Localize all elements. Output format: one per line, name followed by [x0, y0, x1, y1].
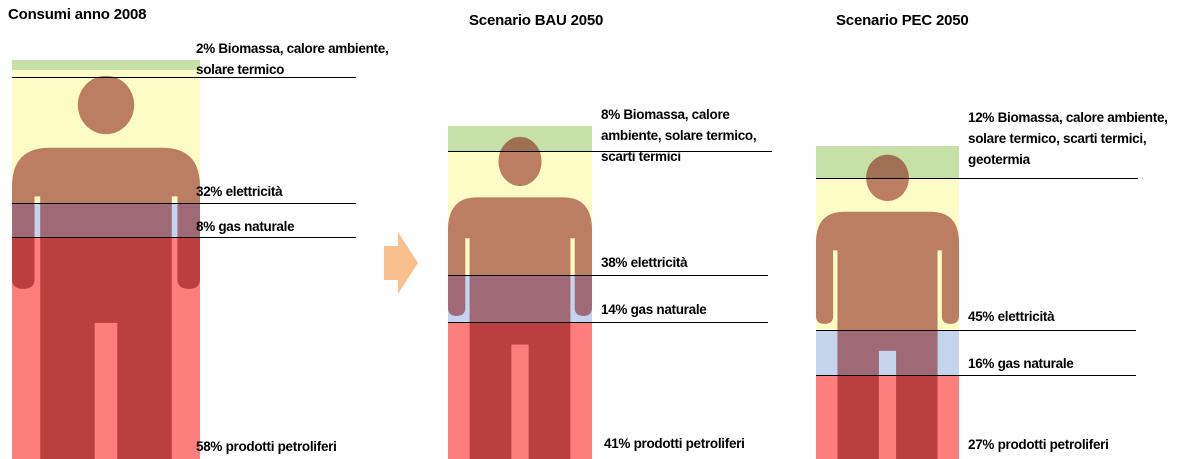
label-gas: 8% gas naturale — [196, 219, 295, 234]
right-arrow-icon — [384, 232, 418, 299]
panel-title-2008: Consumi anno 2008 — [8, 6, 147, 23]
label-oil: 41% prodotti petroliferi — [604, 436, 745, 451]
label-oil: 27% prodotti petroliferi — [968, 437, 1109, 452]
divider-line — [448, 275, 768, 276]
divider-line — [816, 178, 1138, 179]
label-oil: 58% prodotti petroliferi — [196, 439, 337, 454]
panel-title-pec-2050: Scenario PEC 2050 — [836, 12, 969, 29]
panel-pec-2050 — [816, 146, 959, 459]
label-electricity: 45% elettricità — [968, 309, 1055, 324]
divider-line — [12, 77, 356, 78]
person-icon — [448, 132, 592, 459]
label-gas: 16% gas naturale — [968, 356, 1074, 371]
label-electricity: 38% elettricità — [601, 255, 688, 270]
panel-title-bau-2050: Scenario BAU 2050 — [469, 12, 604, 29]
label-gas: 14% gas naturale — [601, 302, 707, 317]
person-icon — [816, 150, 959, 459]
band-biomass — [12, 60, 200, 70]
divider-line — [448, 322, 768, 323]
label-electricity: 32% elettricità — [196, 184, 283, 199]
label-biomass: 8% Biomassa, calore ambiente, solare ter… — [601, 107, 757, 164]
divider-line — [448, 151, 772, 152]
person-icon — [12, 70, 200, 459]
divider-line — [12, 237, 356, 238]
panel-bau-2050 — [448, 126, 592, 459]
divider-line — [816, 375, 1136, 376]
divider-line — [12, 203, 356, 204]
label-biomass: 12% Biomassa, calore ambiente, solare te… — [968, 110, 1168, 167]
panel-2008 — [12, 60, 200, 459]
divider-line — [816, 330, 1136, 331]
label-biomass: 2% Biomassa, calore ambiente, solare ter… — [196, 41, 389, 77]
